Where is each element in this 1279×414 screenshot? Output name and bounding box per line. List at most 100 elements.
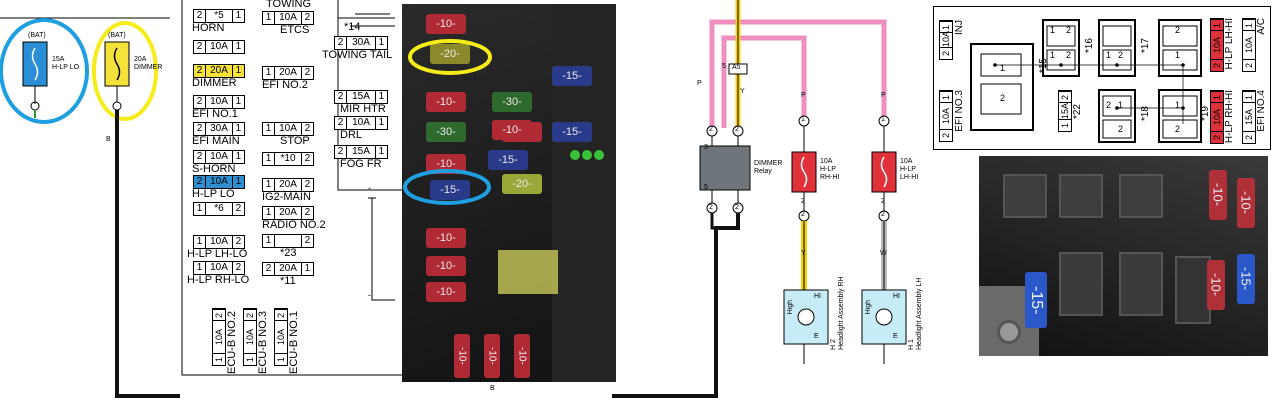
fuse-mid-1-cell: 1 (263, 67, 276, 79)
relay-fuse-efi3-cell: 2 (940, 129, 952, 140)
fuse-left-9-cell: 1 (194, 262, 207, 274)
fuse-left-9-cell: 10A (206, 262, 233, 274)
fuse-mid-7-cell: 1 (304, 263, 311, 274)
fuse-left-3-cell: 10A (206, 96, 233, 108)
fuse-label-20a: 20A DIMMER (134, 56, 163, 71)
relay-fuse-efi3-cell: 1 (940, 91, 952, 102)
wire-label-b-bottom: B (490, 385, 495, 392)
fuse-mid-top-0: TOWING (266, 0, 312, 10)
wire-label-y-1: Y (740, 88, 745, 95)
fuse-lh-label: 10A H-LP LH-HI (900, 158, 919, 181)
relay-pin-12: 2 (1118, 124, 1124, 134)
fuse-left-label-9: H-LP RH-LO (187, 274, 250, 286)
left-fuse-diagram (0, 17, 180, 398)
fuse-left-7-cell: 2 (235, 203, 242, 214)
dimmer-relay-label: DIMMER Relay (754, 160, 783, 175)
relay-fuse-rb-1-cell: 1 (1243, 91, 1255, 102)
relay-fuse-rt-0-cell: 2 (1211, 59, 1223, 70)
fuse-left-7-cell: *6 (206, 203, 233, 215)
fuse-vert-0-cell: 1 (213, 353, 225, 364)
photo1-bottom-fuse: -10- (484, 334, 500, 378)
fuse-mid-2-cell: 1 (263, 123, 276, 135)
fuse-mid-5-cell: 1 (263, 207, 276, 219)
fuse-left-4-cell: 30A (206, 123, 233, 135)
fuse-left-3-cell: 1 (235, 96, 242, 107)
high-lh: High (865, 300, 872, 315)
fuse-vert-label-2: ECU-B NO.1 (288, 311, 300, 374)
fuse-left-label-0: HORN (192, 22, 225, 34)
relay-pin-7: 2 (1118, 50, 1124, 60)
fuse-mid-3-cell: *10 (275, 153, 302, 165)
fuse-mid-label-0: ETCS (280, 24, 310, 36)
fuse-left-label-4: EFI MAIN (192, 135, 240, 147)
fuse-vert-2-cell: 2 (275, 309, 287, 320)
fuse-rh-label: 10A H-LP RH-HI (820, 158, 840, 181)
fuse-mid-3-cell: 1 (263, 153, 276, 165)
fuse-left-7-cell: 1 (194, 203, 207, 215)
photo2-fuse: -15- (1025, 272, 1047, 328)
fuse-vert-1-cell: 2 (244, 309, 256, 320)
fuse-left-5-cell: 1 (235, 151, 242, 162)
fuse-right-0-cell: 1 (378, 37, 385, 48)
fuse-left-8-cell: 10A (206, 236, 233, 248)
fuse-left-8-cell: 1 (194, 236, 207, 248)
photo1-fuse: -15- (552, 66, 592, 86)
fuse-right-label-1: MIR HTR (340, 103, 386, 115)
relay-fuse-inj-cell: 10A (940, 30, 952, 47)
fuse-mid-4-cell: 20A (275, 179, 302, 191)
relay-17: *17 (1140, 38, 1151, 54)
fuse-mid-label-2: STOP (280, 135, 310, 147)
fuse-right-1-cell: 15A (347, 91, 376, 103)
fuse-left-6-cell: 2 (194, 176, 207, 188)
relay-15: *15 (1038, 58, 1049, 74)
connector-a5: A5 (732, 64, 741, 71)
fuse-vert-1-cell: 10A (244, 320, 256, 353)
relay-label-inj: INJ (954, 20, 965, 35)
fuse-mid-0-cell: 10A (275, 12, 302, 24)
pin-fuse-lh-2: 2 (881, 198, 885, 205)
fuse-left-2-cell: 1 (235, 65, 242, 76)
wire-label-y-2: Y (801, 250, 806, 257)
fuse-mid-label-7: *11 (280, 275, 296, 287)
relay-pin-2: 1 (1050, 25, 1056, 35)
photo2-fuse: -15- (1237, 254, 1255, 304)
relay-label-rt-1: A/C (1256, 18, 1267, 35)
fuse-left-label-3: EFI NO.1 (192, 108, 238, 120)
photo1-fuse: -10- (426, 92, 466, 112)
fuse-left-6-cell: 1 (235, 176, 242, 187)
relay-pin-13: 1 (1175, 100, 1181, 110)
fuse-mid-label-5: RADIO NO.2 (262, 219, 326, 231)
fuse-mid-1-cell: 20A (275, 67, 302, 79)
photo1-fuse: -10- (426, 228, 466, 248)
fuse-left-5-cell: 2 (194, 151, 207, 163)
fuse-table-frame (181, 0, 402, 376)
hi-lh: HI (893, 293, 900, 300)
fuse-mid-6-cell: 2 (304, 235, 311, 246)
fuse-left-6-cell: 10A (206, 176, 233, 188)
hi-rh: HI (814, 293, 821, 300)
relay-pin-14: 2 (1175, 124, 1181, 134)
fuse-left-4-cell: 1 (235, 123, 242, 134)
photo1-fuse: -10- (426, 154, 466, 174)
e-lh: E (893, 333, 898, 340)
relay-pin-3: 2 (1066, 25, 1072, 35)
fuse-mid-0-cell: 1 (263, 12, 276, 24)
relay-box-lines (970, 19, 1202, 143)
relay-label-rt-0: H-LP LH-HI (1224, 18, 1235, 70)
fuse-right-3-cell: 1 (378, 146, 385, 157)
relay-pin-5: 2 (1066, 50, 1072, 60)
